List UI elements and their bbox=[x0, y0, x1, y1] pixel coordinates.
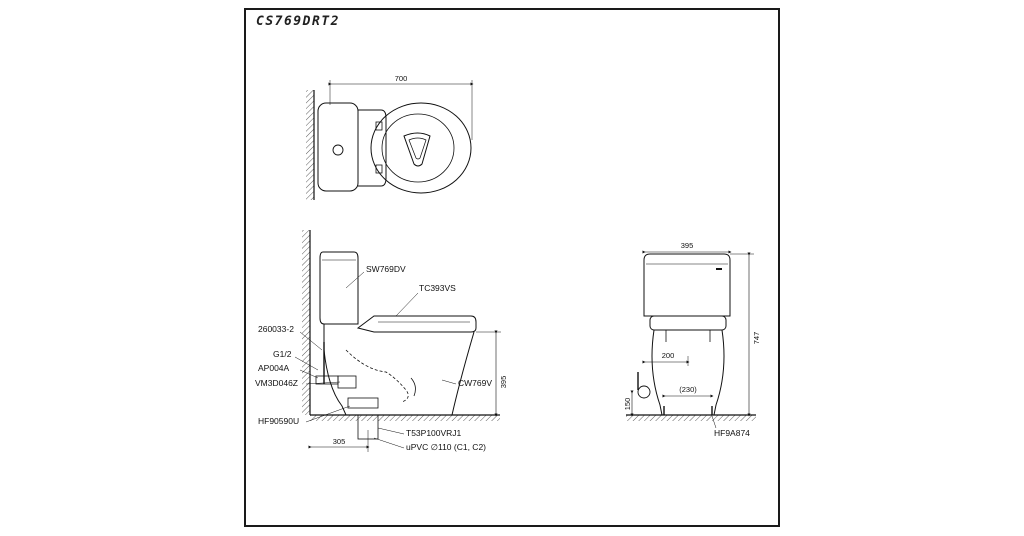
tank-front bbox=[643, 253, 731, 317]
dim-747: 747 bbox=[752, 332, 761, 345]
label-pipe: uPVC ∅110 (C1, C2) bbox=[406, 442, 486, 452]
label-front-fixing: HF9A874 bbox=[714, 428, 750, 438]
label-thread: G1/2 bbox=[273, 349, 292, 359]
top-view: 700 bbox=[306, 74, 474, 200]
dim-230: (230) bbox=[679, 385, 697, 394]
drawing-sheet: CS769DRT2 700 bbox=[244, 8, 780, 527]
bowl-front bbox=[651, 329, 725, 416]
side-view: 395 305 bbox=[302, 230, 508, 452]
tank-side bbox=[319, 251, 359, 325]
front-view: 395 747 200 (230) 150 HF9A874 bbox=[623, 241, 761, 438]
label-hose: VM3D046Z bbox=[255, 378, 298, 388]
label-flush-pipe: 260033-2 bbox=[258, 324, 294, 334]
label-bowl: CW769V bbox=[458, 378, 492, 388]
label-angle-valve: AP004A bbox=[258, 363, 290, 373]
dim-305: 305 bbox=[333, 437, 346, 446]
flush-button-icon bbox=[332, 144, 344, 156]
floor-hatch-front bbox=[626, 415, 756, 421]
dim-700: 700 bbox=[395, 74, 408, 83]
wall-hatch-top bbox=[306, 90, 314, 200]
dim-395-width: 395 bbox=[681, 241, 694, 250]
label-seat: TC393VS bbox=[419, 283, 456, 293]
model-number: CS769DRT2 bbox=[256, 14, 340, 29]
tank-top bbox=[317, 102, 359, 192]
side-labels: SW769DV TC393VS CW769V 260033-2 G1/2 AP0… bbox=[255, 264, 492, 452]
dim-395-height: 395 bbox=[499, 376, 508, 389]
seat-side bbox=[356, 315, 477, 333]
dim-150: 150 bbox=[623, 398, 632, 411]
label-floor-flange: HF90590U bbox=[258, 416, 299, 426]
technical-drawing: 700 395 bbox=[255, 74, 761, 452]
floor-hatch-side bbox=[310, 415, 500, 421]
bowl-side bbox=[323, 324, 475, 416]
supply-valve-front bbox=[637, 385, 651, 399]
label-tank: SW769DV bbox=[366, 264, 406, 274]
seat-top bbox=[370, 102, 472, 194]
wall-hatch-side bbox=[302, 230, 310, 415]
floor-flange bbox=[347, 397, 379, 409]
seat-front bbox=[649, 315, 727, 331]
label-outlet: T53P100VRJ1 bbox=[406, 428, 462, 438]
dim-200: 200 bbox=[662, 351, 675, 360]
